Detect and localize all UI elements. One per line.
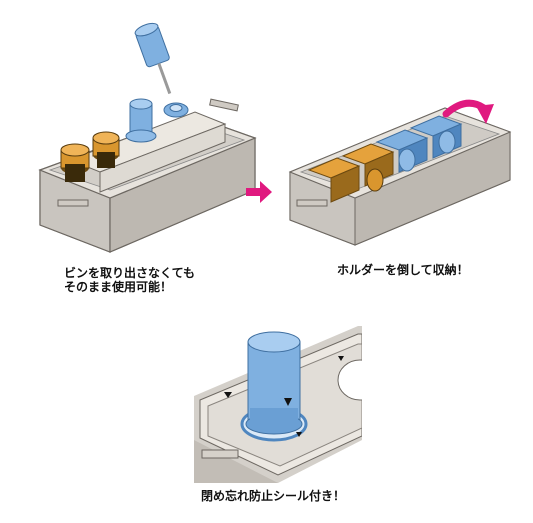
caption-use-without-removing: ビンを取り出さなくても そのまま使用可能！	[64, 266, 195, 294]
caption-line-1: ビンを取り出さなくても	[64, 266, 196, 280]
right-arrow-icon	[246, 180, 272, 204]
illustration-open-case	[30, 20, 260, 255]
caption-line-2: そのまま使用可能！	[64, 280, 173, 294]
caption-tilt-holder: ホルダーを倒して収納！	[337, 263, 469, 277]
caption-seal: 閉め忘れ防止シール付き！	[201, 489, 346, 503]
illustration-seal-closeup	[188, 320, 362, 483]
curved-arrow-icon	[440, 96, 496, 136]
triangle-marker-icon	[284, 398, 292, 406]
illustration-stored-case	[285, 90, 520, 250]
